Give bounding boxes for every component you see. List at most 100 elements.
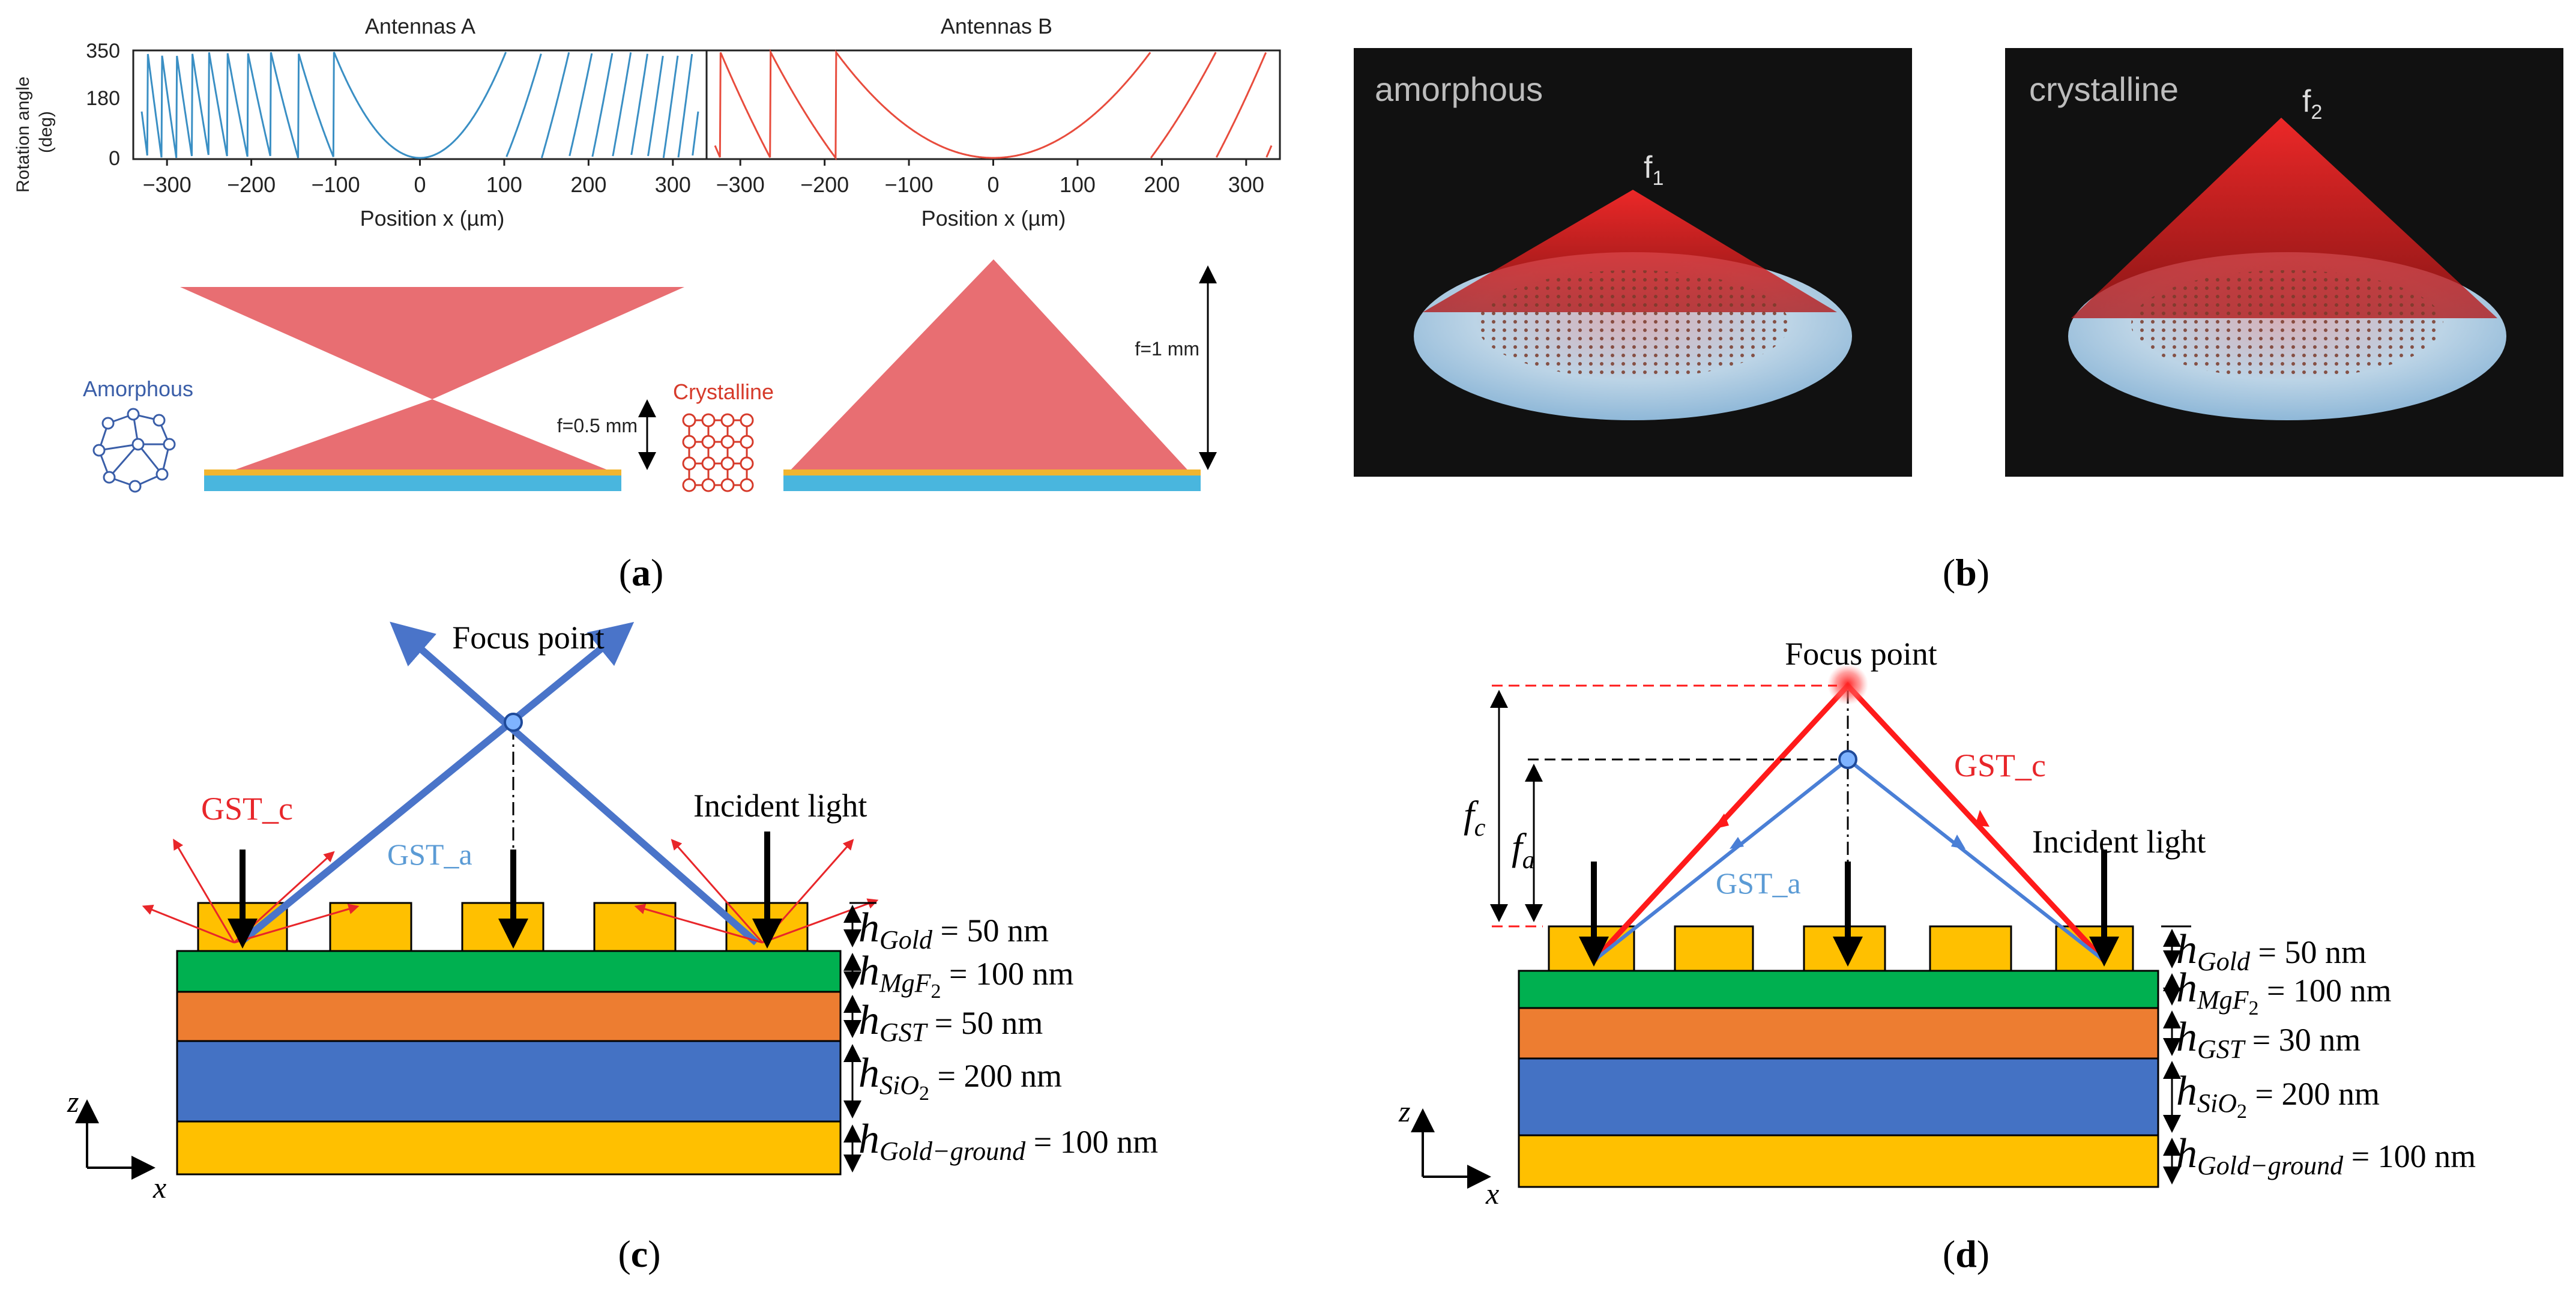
focus-label-c: Focus point: [452, 620, 605, 656]
ray-c-right: [390, 621, 759, 946]
y-axis-label: Rotation angle (deg): [13, 71, 56, 193]
layer-c-gold-ground: [176, 1120, 842, 1176]
plot-b-curves: [714, 49, 1273, 161]
panel-label-b-letter: b: [1955, 551, 1977, 594]
focal-long-label: f=1 mm: [1135, 338, 1199, 360]
plot-a-xlabel: Position x (µm): [360, 206, 505, 231]
crystalline-lattice-icon: [682, 413, 754, 492]
x-tick-label: −100: [885, 172, 934, 197]
fc-sub: c: [1474, 814, 1486, 842]
focus-f1-sub: 1: [1652, 167, 1664, 190]
thickness-ticks-d: [2161, 925, 2191, 1185]
x-tick-label: −100: [312, 172, 360, 197]
focus-f1-letter: f: [1644, 150, 1653, 185]
antenna-d-4: [1929, 925, 2012, 972]
antenna-c-4: [593, 902, 677, 952]
x-tick-label: −200: [800, 172, 849, 197]
amorphous-label: Amorphous: [83, 376, 193, 401]
thickness-ticks-c: [843, 902, 876, 1173]
cone-crystalline: [786, 259, 1192, 474]
plot-a-frame: [132, 49, 708, 160]
crystalline-label: Crystalline: [673, 379, 774, 404]
antenna-row-amorphous: [204, 469, 621, 475]
layer-thickness-label: hMgF2 = 100 nm: [2176, 965, 2392, 1019]
plot-a-curves: [140, 52, 699, 159]
focus-f2-sub: 2: [2311, 101, 2322, 124]
layer-d-sio2: [1518, 1057, 2159, 1137]
antenna-c-3: [461, 902, 544, 952]
panel-label-b: (b): [1943, 551, 1989, 594]
plot-b-xlabel: Position x (µm): [922, 206, 1066, 231]
metasurface-crystalline: [2131, 270, 2443, 378]
layer-d-gold-ground: [1518, 1134, 2159, 1188]
ray-d-gsta-arrow-right: [1951, 835, 1965, 849]
ray-d-gstc-arrow-left: [1713, 814, 1729, 829]
focus-point-c: [504, 713, 523, 732]
x-tick-label: 100: [486, 172, 522, 197]
y-tick-180: 180: [86, 87, 120, 110]
beam-amorphous: [1423, 190, 1837, 312]
focus-f1: f1: [1644, 150, 1664, 190]
gst-c-label-c: GST_c: [201, 791, 293, 827]
layer-thickness-label: hGold = 50 nm: [2176, 926, 2366, 976]
panel-label-c-letter: c: [631, 1233, 648, 1275]
antenna-d-2: [1674, 925, 1754, 972]
panel-label-a: (a): [619, 551, 664, 594]
plot-b-xticks: −300 −200 −100 0 100 200 300: [716, 159, 1264, 197]
y-tick-0: 0: [109, 147, 120, 170]
plot-b-title: Antennas B: [941, 14, 1052, 38]
incident-label-c: Incident light: [693, 788, 867, 824]
substrate-crystalline: [783, 475, 1201, 491]
panel-label-a-letter: a: [632, 551, 651, 594]
x-tick-label: −300: [716, 172, 765, 197]
layer-thickness-label: hSiO2 = 200 nm: [2176, 1068, 2380, 1123]
panel-c: Focus point GST_c GST_a Incident light h…: [67, 620, 1158, 1204]
gst-a-label-d: GST_a: [1716, 866, 1801, 900]
x-tick-label: 0: [987, 172, 999, 197]
plot-b-frame: [705, 49, 1281, 160]
layer-thickness-label: hGST = 30 nm: [2176, 1014, 2360, 1064]
ray-c-left: [238, 621, 635, 946]
axes-icon-c: [75, 1099, 155, 1180]
x-tick-label: 200: [570, 172, 606, 197]
gst-a-label-c: GST_a: [387, 838, 472, 871]
fa-label: fa: [1512, 826, 1535, 874]
layer-thickness-label: hGST = 50 nm: [858, 997, 1043, 1047]
layer-thickness-label: hGold−ground = 100 nm: [2176, 1130, 2476, 1180]
x-tick-label: 0: [414, 172, 426, 197]
focal-short-label: f=0.5 mm: [557, 415, 638, 436]
layer-thickness-label: hSiO2 = 200 nm: [858, 1050, 1062, 1105]
y-axis-label-line1: Rotation angle: [13, 76, 33, 192]
substrate-amorphous: [204, 475, 621, 491]
layer-c-sio2: [176, 1040, 842, 1123]
focus-label-d: Focus point: [1785, 636, 1937, 672]
antenna-d-3: [1803, 925, 1886, 972]
layer-d-mgf2: [1518, 970, 2159, 1009]
axis-x-d: x: [1485, 1177, 1499, 1210]
focus-f2-letter: f: [2302, 84, 2311, 119]
fc-label: fc: [1464, 793, 1486, 842]
incident-arrows-c: [228, 832, 782, 949]
x-tick-label: −300: [143, 172, 192, 197]
render-crystalline-label: crystalline: [2029, 70, 2179, 108]
axis-z-d: z: [1398, 1094, 1410, 1128]
plot-a-title: Antennas A: [365, 14, 475, 38]
y-tick-350: 350: [86, 40, 120, 62]
focus-point-d: [1838, 750, 1857, 769]
x-tick-label: 100: [1060, 172, 1096, 197]
panel-b: amorphous f1 crystalline f2: [1354, 48, 2563, 477]
y-axis-label-line2: (deg): [36, 111, 56, 153]
x-tick-label: 300: [1228, 172, 1264, 197]
amorphous-lattice-icon: [92, 408, 176, 493]
axis-x-c: x: [152, 1171, 166, 1204]
panel-label-c: (c): [618, 1233, 660, 1275]
incident-label-d: Incident light: [2032, 824, 2206, 860]
layer-thickness-label: hMgF2 = 100 nm: [858, 948, 1074, 1003]
gst-c-label-d: GST_c: [1954, 747, 2046, 783]
x-tick-label: 200: [1144, 172, 1180, 197]
incident-arrows-d: [1579, 850, 2119, 967]
layer-thickness-label: hGold = 50 nm: [858, 905, 1049, 955]
x-tick-label: −200: [227, 172, 276, 197]
